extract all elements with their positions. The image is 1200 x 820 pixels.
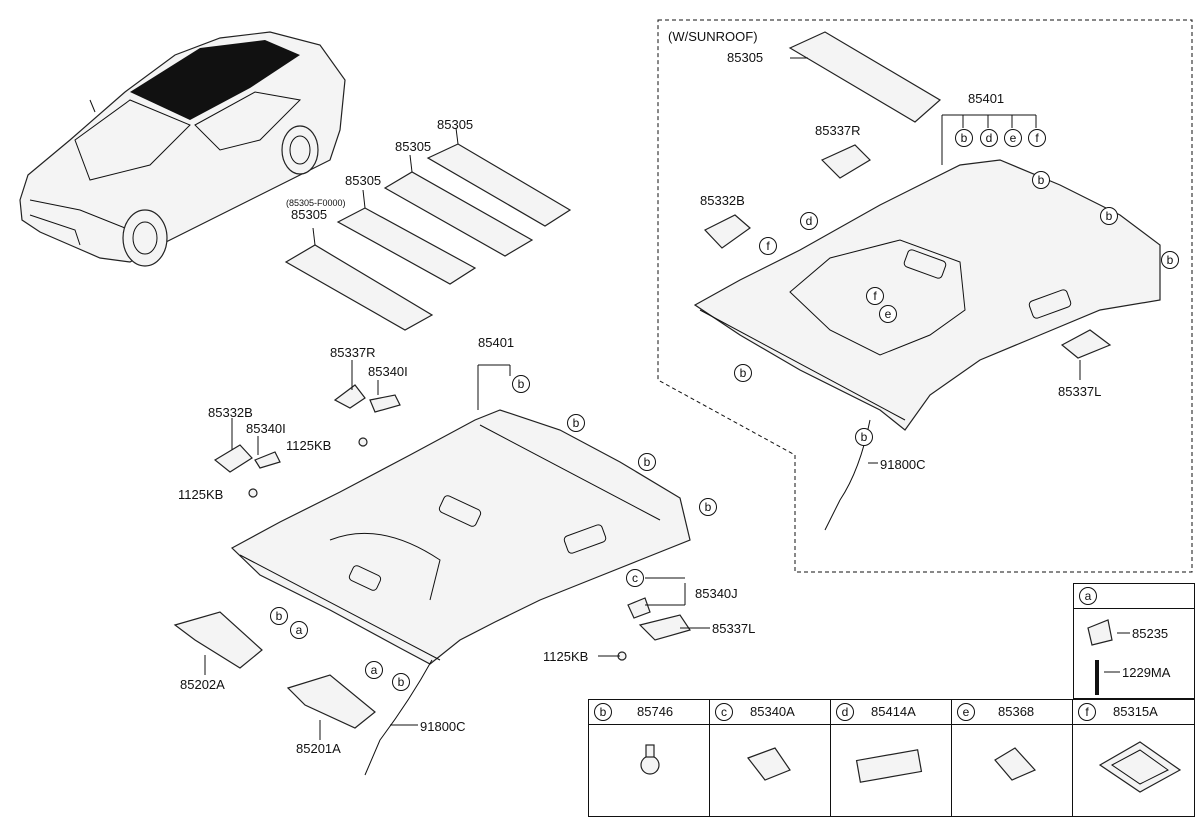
label-85337L: 85337L [712, 621, 756, 636]
label-1125KB: 1125KB [286, 438, 332, 453]
legend-cell-e: e 85368 [951, 699, 1073, 817]
callout-f: f [866, 287, 884, 305]
label-85332B-sunroof: 85332B [700, 193, 745, 208]
label-85305-sunroof: 85305 [727, 50, 764, 65]
callout-c: c [626, 569, 644, 587]
callout-a: a [290, 621, 308, 639]
headliner-main [230, 409, 691, 665]
callout-d: d [800, 212, 818, 230]
label-91800C: 91800C [420, 719, 466, 734]
callout-b: b [512, 375, 530, 393]
legend-cell-c: c 85340A [709, 699, 831, 817]
legend-a-part-85235: 85235 [1132, 626, 1169, 641]
label-85337R: 85337R [330, 345, 376, 360]
callout-b: b [270, 607, 288, 625]
label-85202A: 85202A [180, 677, 225, 692]
callout-b: b [567, 414, 585, 432]
label-85305: 85305 [345, 173, 382, 188]
callout-b: b [1100, 207, 1118, 225]
leader-lines [204, 57, 1130, 740]
label-1125KB: 1125KB [178, 487, 224, 502]
callout-a: a [365, 661, 383, 679]
legend-part: 85368 [998, 704, 1035, 719]
sunroof-pad [788, 31, 942, 123]
legend-table-art [640, 741, 1182, 793]
callout-e: e [879, 305, 897, 323]
pads-85305 [284, 127, 572, 331]
legend-part: 85746 [637, 704, 674, 719]
label-85305-note: (85305-F0000) [286, 198, 346, 208]
callout-f: f [1028, 129, 1046, 147]
legend-part: 85340A [750, 704, 795, 719]
callout-b: b [855, 428, 873, 446]
label-1125KB: 1125KB [543, 649, 589, 664]
legend-a-box: a 85235 1229MA [1073, 583, 1195, 699]
headliner-sunroof [693, 159, 1161, 431]
legend-a-key: a [1079, 587, 1097, 605]
callout-b: b [1161, 251, 1179, 269]
sunroof-frame [657, 19, 1193, 573]
legend-key: b [594, 703, 612, 721]
label-85201A: 85201A [296, 741, 341, 756]
legend-key: d [836, 703, 854, 721]
legend-key: f [1078, 703, 1096, 721]
callout-b: b [699, 498, 717, 516]
label-85340I: 85340I [246, 421, 286, 436]
legend-cell-d: d 85414A [830, 699, 952, 817]
sunroof-caption: (W/SUNROOF) [668, 29, 758, 44]
callout-b: b [392, 673, 410, 691]
legend-cell-b: b 85746 [588, 699, 710, 817]
legend-a-part-1229MA: 1229MA [1122, 665, 1171, 680]
small-parts [173, 144, 1113, 729]
callout-f: f [759, 237, 777, 255]
callout-e: e [1004, 129, 1022, 147]
callout-d: d [980, 129, 998, 147]
label-85401-sunroof: 85401 [968, 91, 1005, 106]
label-85401: 85401 [478, 335, 515, 350]
label-91800C-sunroof: 91800C [880, 457, 926, 472]
label-85305: 85305 [437, 117, 474, 132]
callout-b: b [1032, 171, 1050, 189]
label-85305: 85305 [395, 139, 432, 154]
label-85337L-sunroof: 85337L [1058, 384, 1102, 399]
legend-key: c [715, 703, 733, 721]
callout-b: b [638, 453, 656, 471]
label-85332B: 85332B [208, 405, 253, 420]
label-85337R-sunroof: 85337R [815, 123, 861, 138]
label-85340I: 85340I [368, 364, 408, 379]
legend-part: 85315A [1113, 704, 1158, 719]
legend-part: 85414A [871, 704, 916, 719]
legend-a-header: a [1074, 584, 1194, 609]
callout-b: b [734, 364, 752, 382]
label-85340J: 85340J [695, 586, 738, 601]
callout-b: b [955, 129, 973, 147]
car-illustration [19, 31, 346, 267]
legend-cell-f: f 85315A [1072, 699, 1195, 817]
label-85305: 85305 [291, 207, 328, 222]
legend-key: e [957, 703, 975, 721]
